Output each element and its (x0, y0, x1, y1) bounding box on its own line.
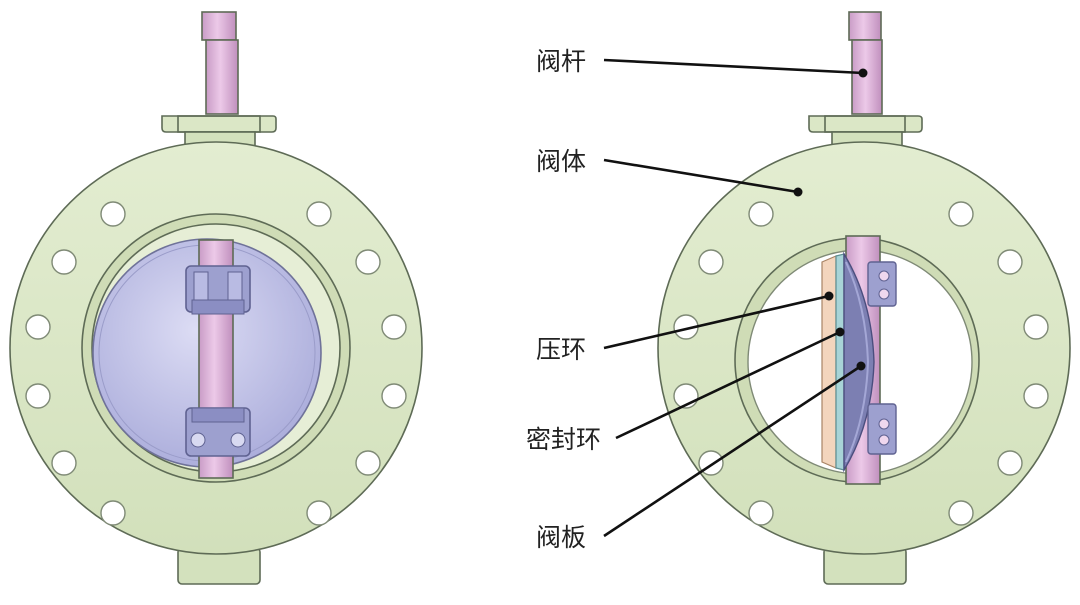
valve-stem-right (851, 39, 883, 115)
valve-stem-top (201, 11, 237, 41)
leader-dot-pressure-ring (824, 291, 834, 301)
leader-dot-disc (856, 361, 866, 371)
bolt-holes-right (673, 201, 1049, 526)
valve-stem-top-right (848, 11, 882, 41)
leader-dot-stem (858, 68, 868, 78)
leader-stem (603, 58, 864, 75)
upper-shaft-clamp (185, 265, 251, 315)
label-stem: 阀杆 (536, 47, 586, 76)
top-mounting-flange (161, 115, 277, 133)
valve-stem (205, 39, 239, 115)
upper-shaft-clamp-right (867, 261, 897, 307)
top-mounting-flange-right (808, 115, 923, 133)
bolt-holes (25, 201, 407, 526)
label-body: 阀体 (536, 147, 586, 176)
label-disc: 阀板 (536, 523, 586, 552)
leader-pressure-ring (603, 294, 830, 350)
leader-body (603, 158, 799, 194)
lower-shaft-clamp (185, 407, 251, 457)
valve-closed-front-view (9, 11, 423, 585)
leader-disc (603, 364, 862, 538)
lower-shaft-clamp-right (867, 403, 897, 455)
leader-seal-ring (615, 330, 841, 440)
label-seal-ring: 密封环 (526, 425, 601, 454)
valve-open-cutaway-view (657, 11, 1071, 585)
seal-ring-part (835, 253, 845, 471)
callouts: 阀杆 阀体 压环 密封环 阀板 (526, 47, 868, 552)
leader-dot-body (793, 187, 803, 197)
leader-dot-seal-ring (835, 327, 845, 337)
label-pressure-ring: 压环 (536, 335, 586, 364)
pressure-ring-part (821, 255, 837, 469)
